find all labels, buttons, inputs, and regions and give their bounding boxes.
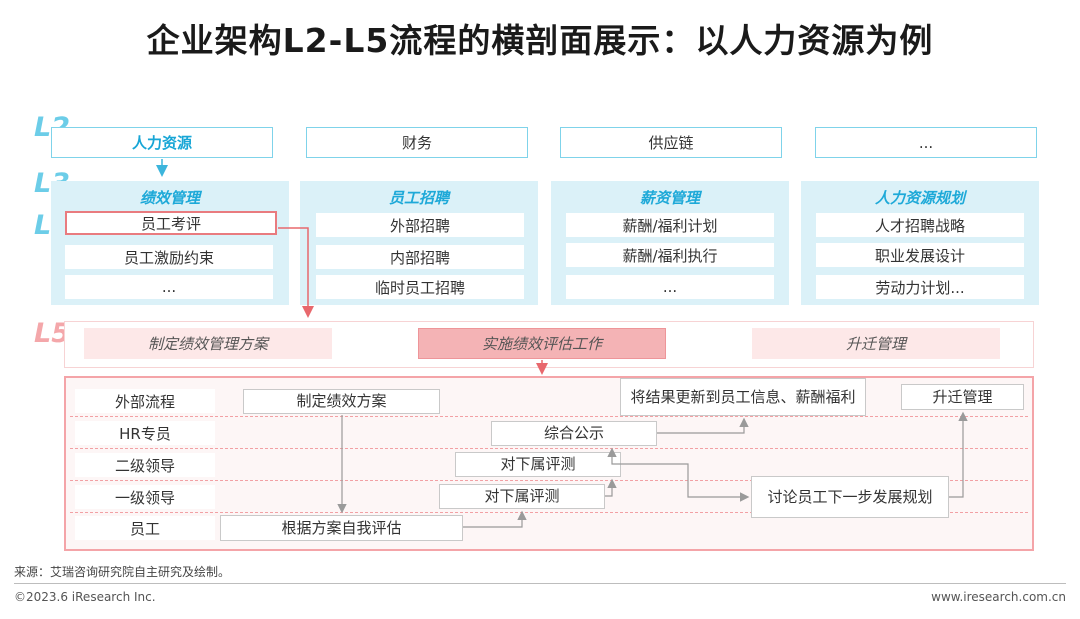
lane-label-leader2: 二级领导 <box>75 453 215 477</box>
l2-item-more[interactable]: ... <box>815 127 1037 158</box>
l3-panel-hr-planning: 人力资源规划 人才招聘战略 职业发展设计 劳动力计划... <box>801 181 1039 305</box>
l4-item-salary-execute[interactable]: 薪酬/福利执行 <box>566 243 774 267</box>
arrow-leader2-to-discuss <box>621 463 750 502</box>
lane-divider <box>70 448 1028 449</box>
flow-step-leader1-eval[interactable]: 对下属评测 <box>439 484 605 509</box>
arrow-publicize-to-update <box>657 417 749 434</box>
copyright: ©2023.6 iResearch Inc. <box>14 590 156 604</box>
l4-item-workforce-plan[interactable]: 劳动力计划... <box>816 275 1024 299</box>
l4-item-employee-evaluation[interactable]: 员工考评 <box>65 211 277 235</box>
flow-step-promote[interactable]: 升迁管理 <box>901 384 1024 410</box>
flow-step-leader2-eval[interactable]: 对下属评测 <box>455 452 621 477</box>
lane-label-leader1: 一级领导 <box>75 485 215 509</box>
lane-label-external: 外部流程 <box>75 389 215 413</box>
arrow-self-eval-to-leader1 <box>463 510 527 528</box>
l4-item-internal-recruit[interactable]: 内部招聘 <box>316 245 524 269</box>
flow-step-discuss[interactable]: 讨论员工下一步发展规划 <box>751 476 949 518</box>
arrow-discuss-to-promote <box>949 411 968 498</box>
l3-title-recruitment: 员工招聘 <box>388 189 449 207</box>
l4-item-more[interactable]: ... <box>566 275 774 299</box>
l3-title-salary: 薪资管理 <box>639 189 700 207</box>
l2-item-hr[interactable]: 人力资源 <box>51 127 273 158</box>
l4-item-temp-recruit[interactable]: 临时员工招聘 <box>316 275 524 299</box>
l3-title-hr-planning: 人力资源规划 <box>874 189 965 207</box>
website-link[interactable]: www.iresearch.com.cn <box>931 590 1066 604</box>
l3-title-performance: 绩效管理 <box>139 189 200 207</box>
l4-item-external-recruit[interactable]: 外部招聘 <box>316 213 524 237</box>
flow-step-self-eval[interactable]: 根据方案自我评估 <box>220 515 463 541</box>
lane-label-employee: 员工 <box>75 516 215 540</box>
l5-item-implement[interactable]: 实施绩效评估工作 <box>418 328 666 359</box>
lane-divider <box>70 512 1028 513</box>
lane-divider <box>70 416 1028 417</box>
lane-divider <box>70 480 1028 481</box>
flow-step-plan[interactable]: 制定绩效方案 <box>243 389 440 414</box>
source-note: 来源：艾瑞咨询研究院自主研究及绘制。 <box>14 565 231 579</box>
lane-label-hr: HR专员 <box>75 421 215 445</box>
l4-item-salary-plan[interactable]: 薪酬/福利计划 <box>566 213 774 237</box>
flow-step-update[interactable]: 将结果更新到员工信息、薪酬福利 <box>620 378 866 416</box>
l5-item-promotion[interactable]: 升迁管理 <box>752 328 1000 359</box>
l2-item-supply-chain[interactable]: 供应链 <box>560 127 782 158</box>
arrow-l4-to-l5 <box>278 227 314 318</box>
l4-item-incentive[interactable]: 员工激励约束 <box>65 245 273 269</box>
l3-panel-salary: 薪资管理 薪酬/福利计划 薪酬/福利执行 ... <box>551 181 789 305</box>
l4-item-talent-strategy[interactable]: 人才招聘战略 <box>816 213 1024 237</box>
flow-step-publicize[interactable]: 综合公示 <box>491 421 657 446</box>
l2-item-finance[interactable]: 财务 <box>306 127 528 158</box>
l3-panel-performance: 绩效管理 员工考评 员工激励约束 ... <box>51 181 289 305</box>
arrow-leader2-to-publicize <box>607 447 621 465</box>
l5-item-plan[interactable]: 制定绩效管理方案 <box>84 328 332 359</box>
page-title: 企业架构L2-L5流程的横剖面展示：以人力资源为例 <box>146 21 934 60</box>
l4-item-career-design[interactable]: 职业发展设计 <box>816 243 1024 267</box>
l3-panel-recruitment: 员工招聘 外部招聘 内部招聘 临时员工招聘 <box>300 181 538 305</box>
arrow-leader1-to-leader2 <box>605 478 617 497</box>
footer-divider <box>14 583 1066 584</box>
l4-item-more[interactable]: ... <box>65 275 273 299</box>
